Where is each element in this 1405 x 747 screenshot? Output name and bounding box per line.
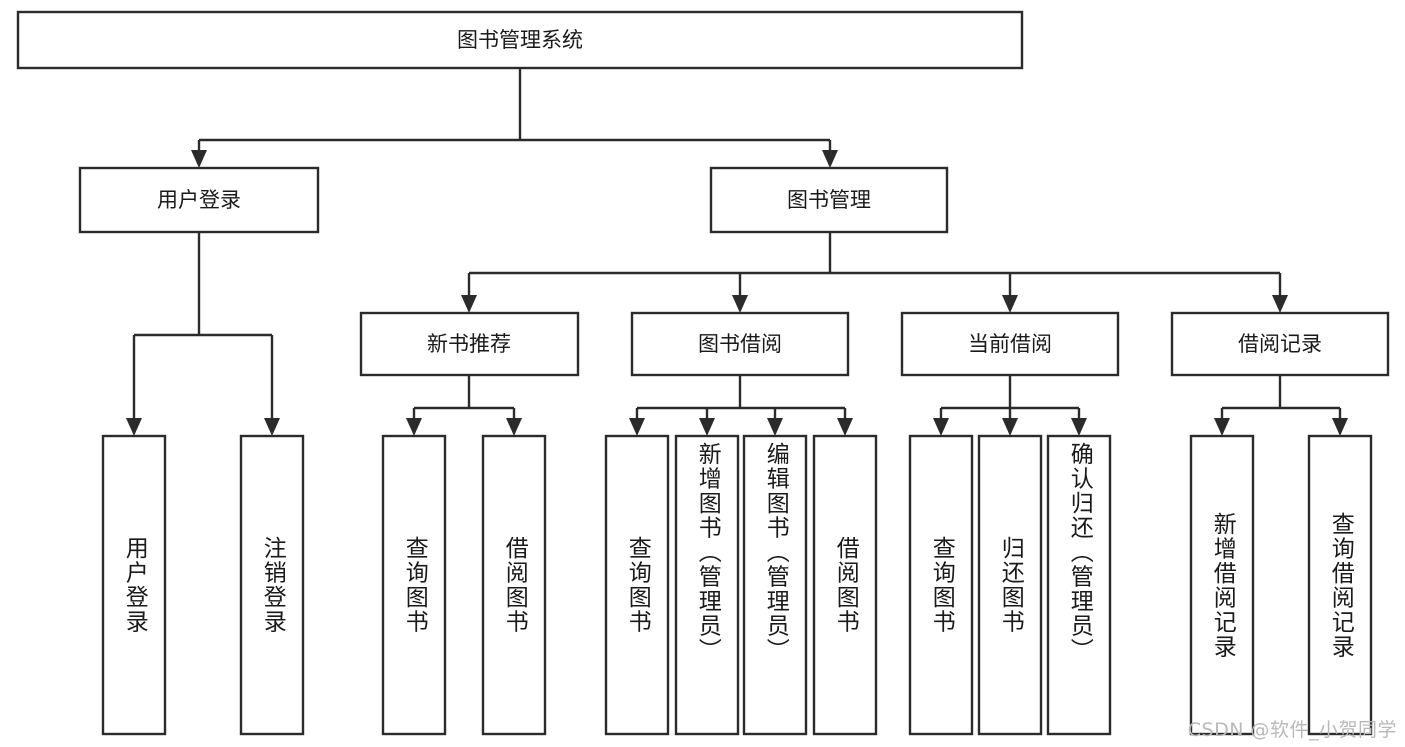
- node-borrow-record[interactable]: 借阅记录: [1170, 311, 1390, 377]
- node-leaf-add-book-box[interactable]: [674, 434, 740, 736]
- node-new-book-recommend-label: 新书推荐: [427, 332, 511, 356]
- node-current-borrow-box[interactable]: [900, 311, 1120, 377]
- node-leaf-query-book-3-box[interactable]: [908, 434, 974, 736]
- arrowhead-leaf-borrow-book-1: [506, 418, 522, 436]
- node-book-manage-label: 图书管理: [787, 188, 871, 212]
- node-book-manage[interactable]: 图书管理: [709, 166, 949, 234]
- arrowhead-leaf-user-logout: [264, 418, 280, 436]
- node-leaf-return-book-box[interactable]: [977, 434, 1043, 736]
- arrowhead-leaf-return-book: [1002, 418, 1018, 436]
- node-leaf-add-record-box[interactable]: [1189, 434, 1255, 736]
- arrowhead-leaf-edit-book: [767, 418, 783, 436]
- arrowhead-leaf-query-book-2: [629, 418, 645, 436]
- node-new-book-recommend[interactable]: 新书推荐: [359, 311, 580, 377]
- node-leaf-query-record-box[interactable]: [1307, 434, 1373, 736]
- arrowhead-book-borrow: [732, 295, 748, 313]
- node-current-borrow-label: 当前借阅: [968, 332, 1052, 356]
- arrowhead-leaf-query-book-3: [933, 418, 949, 436]
- node-leaf-borrow-book-1-box[interactable]: [481, 434, 547, 736]
- arrowhead-leaf-borrow-book-2: [837, 418, 853, 436]
- node-book-borrow[interactable]: 图书借阅: [630, 311, 850, 377]
- node-leaf-borrow-book-2-box[interactable]: [812, 434, 878, 736]
- node-book-borrow-box[interactable]: [630, 311, 850, 377]
- node-leaf-edit-book-box[interactable]: [742, 434, 808, 736]
- node-root-box[interactable]: [16, 10, 1024, 70]
- node-user-login[interactable]: 用户登录: [78, 166, 320, 234]
- arrowhead-current-borrow: [1002, 295, 1018, 313]
- node-root[interactable]: 图书管理系统: [16, 10, 1024, 70]
- arrowhead-user-login: [191, 150, 207, 168]
- node-user-login-label: 用户登录: [157, 188, 241, 212]
- leaf-box-layer: [101, 434, 1373, 736]
- node-leaf-query-book-1-box[interactable]: [381, 434, 447, 736]
- arrowhead-leaf-user-login: [126, 418, 142, 436]
- arrowhead-leaf-confirm-return: [1071, 418, 1087, 436]
- connector-layer: [126, 68, 1348, 436]
- arrowhead-book-manage: [822, 150, 838, 168]
- node-borrow-record-label: 借阅记录: [1238, 332, 1322, 356]
- arrowhead-borrow-record: [1272, 295, 1288, 313]
- node-book-borrow-label: 图书借阅: [698, 332, 782, 356]
- node-new-book-recommend-box[interactable]: [359, 311, 580, 377]
- arrowhead-leaf-add-record: [1214, 418, 1230, 436]
- node-borrow-record-box[interactable]: [1170, 311, 1390, 377]
- arrowhead-leaf-query-record: [1332, 418, 1348, 436]
- arrowhead-new-book-recommend: [461, 295, 477, 313]
- node-leaf-query-book-2-box[interactable]: [604, 434, 670, 736]
- node-book-manage-box[interactable]: [709, 166, 949, 234]
- arrowhead-leaf-query-book-1: [406, 418, 422, 436]
- node-leaf-user-logout-box[interactable]: [239, 434, 305, 736]
- node-leaf-confirm-return-box[interactable]: [1046, 434, 1112, 736]
- node-root-label: 图书管理系统: [457, 28, 583, 52]
- arrowhead-leaf-add-book: [699, 418, 715, 436]
- node-leaf-user-login-box[interactable]: [101, 434, 167, 736]
- node-current-borrow[interactable]: 当前借阅: [900, 311, 1120, 377]
- node-user-login-box[interactable]: [78, 166, 320, 234]
